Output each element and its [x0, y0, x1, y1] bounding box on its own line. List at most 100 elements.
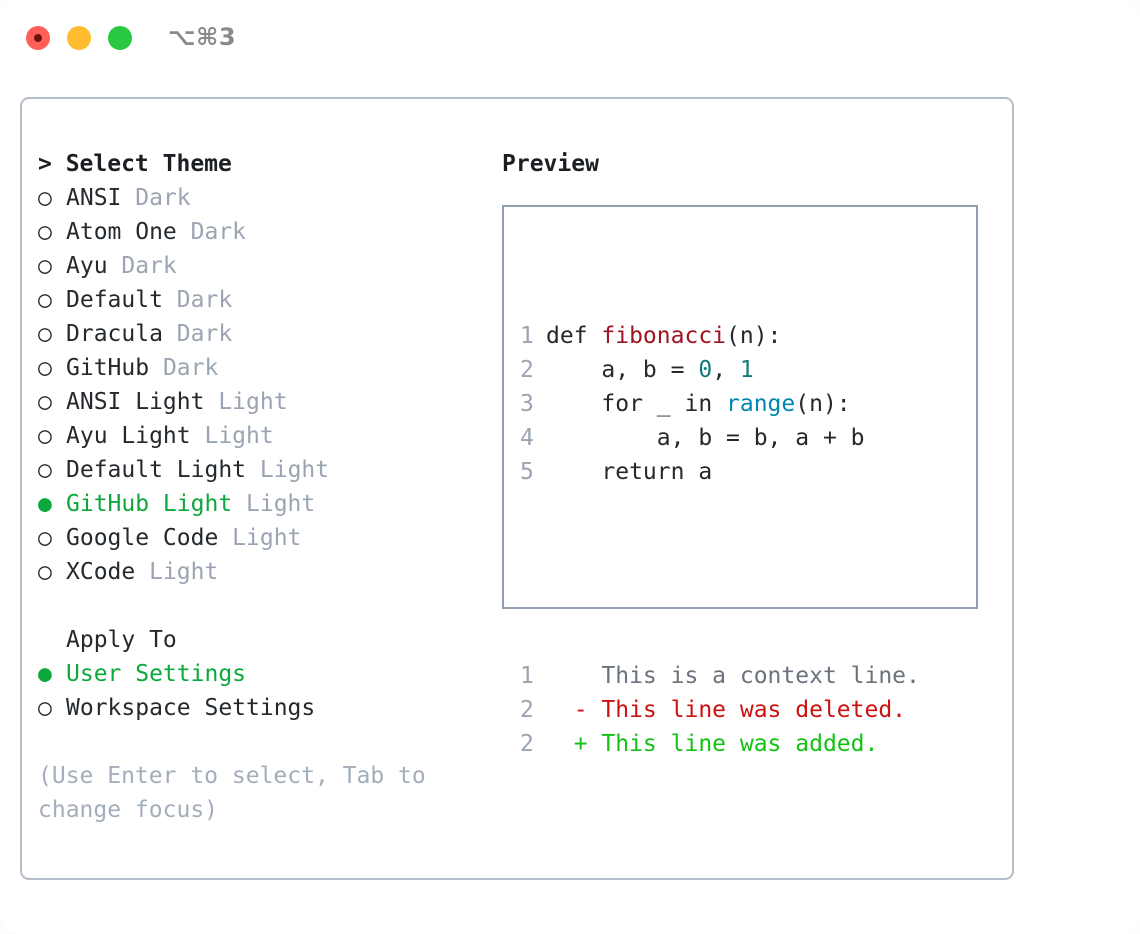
- diff-text: - This line was deleted.: [546, 697, 907, 723]
- code-line: 1 def fibonacci(n):: [520, 319, 920, 353]
- theme-variant-label: Dark: [190, 219, 247, 245]
- code-line: 2 a, b = 0, 1: [520, 353, 920, 387]
- code-token: 0: [698, 357, 713, 383]
- theme-name: Dracula: [66, 321, 177, 347]
- radio-unselected-icon: ○: [38, 185, 52, 211]
- line-number: 5: [520, 459, 534, 485]
- close-window-button[interactable]: [26, 26, 50, 50]
- code-line: 4 a, b = b, a + b: [520, 421, 920, 455]
- diff-line: 2 + This line was added.: [520, 727, 920, 761]
- theme-variant-label: Dark: [176, 321, 233, 347]
- line-number: 4: [520, 425, 534, 451]
- line-number: 2: [520, 731, 534, 757]
- keyboard-hint: (Use Enter to select, Tab to change focu…: [38, 763, 440, 823]
- theme-list-item[interactable]: ○ ANSI Dark: [38, 181, 478, 215]
- apply-to-label: User Settings: [66, 661, 247, 687]
- list-gap-spacer: [38, 589, 478, 623]
- theme-variant-label: Light: [218, 389, 288, 415]
- code-token: 1: [739, 357, 754, 383]
- theme-list-item[interactable]: ○Default Light Light: [38, 453, 478, 487]
- minimize-window-button[interactable]: [67, 26, 91, 50]
- theme-name: Default: [66, 287, 177, 313]
- title-bar: ⌥⌘3: [0, 0, 1140, 78]
- code-line: 5 return a: [520, 455, 920, 489]
- diff-text: + This line was added.: [546, 731, 879, 757]
- radio-unselected-icon: ○: [38, 219, 52, 245]
- radio-unselected-icon: ○: [38, 423, 52, 449]
- theme-name: GitHub: [66, 355, 163, 381]
- code-token: return a: [546, 459, 713, 485]
- preview-heading: Preview: [502, 151, 599, 177]
- apply-to-option[interactable]: ● User Settings: [38, 657, 478, 691]
- line-number: 1: [520, 663, 534, 689]
- panel-columns: > Select Theme ○ANSI Dark○Atom One Dark○…: [22, 99, 1012, 878]
- theme-list-item[interactable]: ○ Atom One Dark: [38, 215, 478, 249]
- theme-list-item[interactable]: ● GitHub Light Light: [38, 487, 478, 521]
- radio-unselected-icon: ○: [38, 695, 52, 721]
- line-number: 2: [520, 697, 534, 723]
- diff-line: 2 - This line was deleted.: [520, 693, 920, 727]
- theme-list-item[interactable]: ○GitHub Dark: [38, 351, 478, 385]
- code-token: a, b = b, a + b: [546, 425, 865, 451]
- code-token: (n):: [795, 391, 851, 417]
- apply-to-heading: Apply To: [38, 623, 478, 657]
- theme-variant-label: Light: [204, 423, 274, 449]
- code-diff-spacer: [520, 557, 920, 591]
- theme-variant-label: Dark: [162, 355, 219, 381]
- line-number: 3: [520, 391, 534, 417]
- radio-unselected-icon: ○: [38, 389, 52, 415]
- diff-sample: 1 This is a context line.2 - This line w…: [520, 659, 920, 761]
- diff-line: 1 This is a context line.: [520, 659, 920, 693]
- select-theme-heading: > Select Theme: [38, 151, 232, 177]
- radio-unselected-icon: ○: [38, 253, 52, 279]
- theme-list-item[interactable]: ○ Ayu Light Light: [38, 419, 478, 453]
- theme-list-item[interactable]: ○ ANSI Light Light: [38, 385, 478, 419]
- theme-list-column: > Select Theme ○ANSI Dark○Atom One Dark○…: [38, 147, 478, 827]
- theme-list-item[interactable]: ○Ayu Dark: [38, 249, 478, 283]
- theme-list-item[interactable]: ○ XCode Light: [38, 555, 478, 589]
- theme-variant-label: Light: [149, 559, 219, 585]
- zoom-window-button[interactable]: [108, 26, 132, 50]
- code-token: def: [546, 323, 602, 349]
- code-token: fibonacci: [601, 323, 727, 349]
- theme-list-item[interactable]: ○ Default Dark: [38, 283, 478, 317]
- apply-to-label: Workspace Settings: [66, 695, 316, 721]
- radio-unselected-icon: ○: [38, 559, 52, 585]
- theme-variant-label: Light: [232, 525, 302, 551]
- theme-list-item[interactable]: ○Dracula Dark: [38, 317, 478, 351]
- theme-name: ANSI Light: [66, 389, 219, 415]
- code-token: range: [726, 391, 796, 417]
- theme-name: ANSI: [66, 185, 136, 211]
- theme-name: Ayu Light: [66, 423, 205, 449]
- theme-variant-label: Light: [246, 491, 316, 517]
- apply-heading-indent: [38, 623, 66, 657]
- theme-name: Atom One: [66, 219, 191, 245]
- theme-picker-panel: > Select Theme ○ANSI Dark○Atom One Dark○…: [20, 97, 1014, 880]
- theme-variant-label: Dark: [121, 253, 177, 279]
- code-token: ,: [712, 357, 740, 383]
- code-line: 3 for _ in range(n):: [520, 387, 920, 421]
- theme-variant-label: Dark: [176, 287, 233, 313]
- theme-name: XCode: [66, 559, 150, 585]
- theme-variant-label: Light: [259, 457, 330, 483]
- diff-text: This is a context line.: [546, 663, 920, 689]
- radio-unselected-icon: ○: [38, 287, 52, 313]
- theme-name: Google Code: [66, 525, 233, 551]
- radio-unselected-icon: ○: [38, 525, 52, 551]
- window-controls: [26, 26, 132, 50]
- apply-to-options: ● User Settings ○ Workspace Settings: [38, 657, 478, 725]
- radio-selected-icon: ●: [38, 661, 52, 687]
- theme-list-item[interactable]: ○ Google Code Light: [38, 521, 478, 555]
- theme-name: GitHub Light: [66, 491, 247, 517]
- line-number: 1: [520, 323, 534, 349]
- radio-selected-icon: ●: [38, 491, 52, 517]
- code-token: for _ in: [546, 391, 727, 417]
- theme-variant-label: Dark: [135, 185, 191, 211]
- apply-to-option[interactable]: ○ Workspace Settings: [38, 691, 478, 725]
- code-token: (n):: [726, 323, 782, 349]
